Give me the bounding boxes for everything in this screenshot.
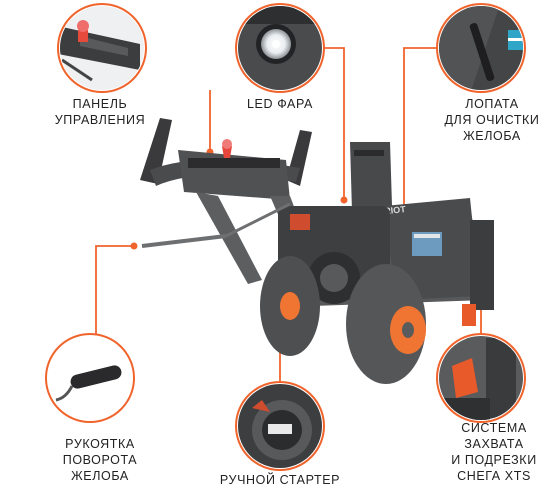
label-chute-shovel: ЛОПАТА ДЛЯ ОЧИСТКИ ЖЕЛОБА [444,97,540,143]
leader-chute-shovel [403,47,440,230]
chute-handle-photo [45,333,135,423]
led-headlight-photo [235,3,325,93]
control-panel-photo [57,3,147,93]
label-led-light: LED ФАРА [247,97,313,111]
leader-chute-handle [95,245,132,336]
leader-led [322,47,345,198]
label-control-panel: ПАНЕЛЬ УПРАВЛЕНИЯ [54,97,146,127]
xts-auger-photo [436,333,526,423]
recoil-starter-photo [235,381,325,471]
label-manual-starter: РУЧНОЙ СТАРТЕР [219,473,341,487]
label-xts-system: СИСТЕМА ЗАХВАТА И ПОДРЕЗКИ СНЕГА XTS [451,421,537,483]
snow-blower-illustration: PATRIOT [140,118,494,384]
chute-shovel-photo [436,3,526,93]
label-chute-handle: РУКОЯТКА ПОВОРОТА ЖЕЛОБА [62,437,138,483]
